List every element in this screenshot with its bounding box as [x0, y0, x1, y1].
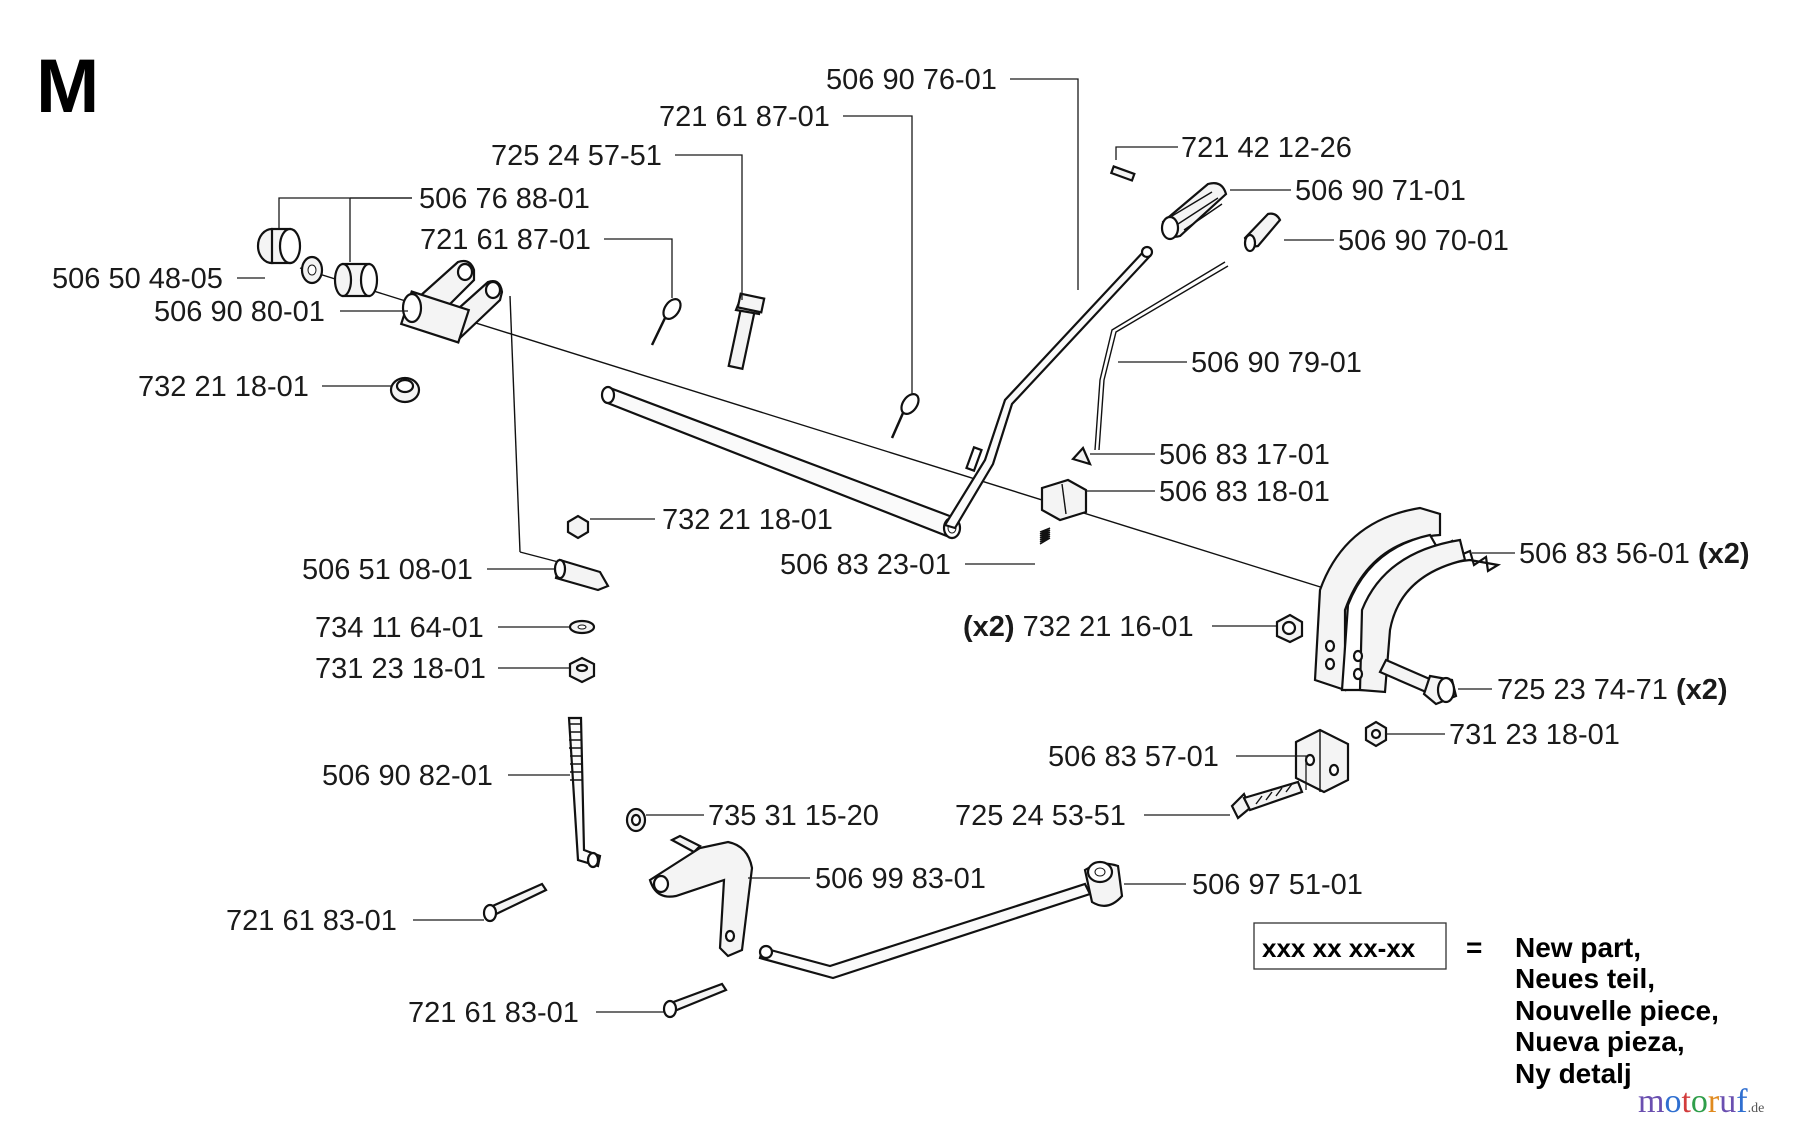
callout-506-90-79-01: 506 90 79-01	[1191, 347, 1362, 379]
bolt-725-24-53-51	[1230, 780, 1304, 820]
watermark-letter: o	[1691, 1083, 1708, 1120]
callout-506-83-23-01: 506 83 23-01	[780, 549, 951, 581]
legend-sample-number: xxx xx xx-xx	[1262, 933, 1416, 963]
legend-equals: =	[1466, 932, 1482, 963]
pawl-block	[1040, 478, 1088, 522]
callout-732-21-18-01-b: 732 21 18-01	[662, 504, 833, 536]
callout-732-21-18-01-a: 732 21 18-01	[138, 371, 309, 403]
long-link-rod	[758, 860, 1124, 980]
callout-506-83-56-01-number: 506 83 56-01	[1519, 538, 1690, 570]
watermark-letter: r	[1708, 1083, 1720, 1120]
watermark-suffix: .de	[1748, 1101, 1765, 1116]
bell-crank	[648, 834, 754, 958]
legend-line-fr: Nouvelle piece,	[1515, 995, 1719, 1026]
watermark-letter: t	[1681, 1083, 1691, 1120]
callout-506-83-57-01: 506 83 57-01	[1048, 741, 1219, 773]
callout-506-97-51-01: 506 97 51-01	[1192, 869, 1363, 901]
cone-piece	[1071, 446, 1092, 466]
parts-drawing	[256, 165, 1502, 1019]
clip	[625, 807, 647, 833]
callout-725-23-74-71-qty: (x2)	[1676, 674, 1728, 706]
cotter-pin-right	[890, 393, 920, 439]
clamp-block	[1294, 728, 1350, 794]
cotter-pin-left	[650, 298, 682, 346]
locknut-upper-left	[389, 376, 421, 404]
pin-stack	[509, 295, 610, 684]
new-part-legend: xxx xx xx-xx = New part, Neues teil, Nou…	[1253, 922, 1719, 1089]
watermark-letter: m	[1638, 1083, 1664, 1120]
bushing-stack	[256, 227, 379, 298]
callout-725-24-53-51: 725 24 53-51	[955, 800, 1126, 832]
legend-line-es: Nueva pieza,	[1515, 1026, 1685, 1057]
roll-pin	[1109, 165, 1136, 182]
callout-721-61-87-01-b: 721 61 87-01	[420, 224, 591, 256]
cotter-pin-lower-2	[662, 982, 728, 1019]
watermark-brand: motoruf.de	[1638, 1083, 1764, 1120]
bolt-725-23-74-71	[1378, 658, 1458, 706]
handle-grip	[1160, 182, 1228, 241]
callout-725-23-74-71: 725 23 74-71 (x2)	[1497, 674, 1728, 706]
legend-line-en: New part,	[1515, 932, 1641, 963]
watermark-letter: u	[1719, 1083, 1736, 1120]
callout-506-90-80-01: 506 90 80-01	[154, 296, 325, 328]
callout-735-31-15-20: 735 31 15-20	[708, 800, 879, 832]
callout-732-21-16-01-number: 732 21 16-01	[1023, 611, 1194, 643]
callout-506-99-83-01: 506 99 83-01	[815, 863, 986, 895]
callout-506-51-08-01: 506 51 08-01	[302, 554, 473, 586]
callout-506-83-56-01: 506 83 56-01 (x2)	[1519, 538, 1750, 570]
callout-506-76-88-01: 506 76 88-01	[419, 183, 590, 215]
control-lever	[943, 245, 1154, 530]
callout-721-42-12-26: 721 42 12-26	[1181, 132, 1352, 164]
legend-sample-box	[1253, 922, 1447, 970]
callout-506-90-71-01: 506 90 71-01	[1295, 175, 1466, 207]
callout-721-61-87-01-a: 721 61 87-01	[659, 101, 830, 133]
spring	[1039, 527, 1051, 545]
nut-right	[1364, 720, 1388, 748]
section-letter: M	[36, 44, 99, 129]
watermark-letter: f	[1736, 1083, 1748, 1120]
callout-721-61-83-01-a: 721 61 83-01	[226, 905, 397, 937]
callout-506-50-48-05: 506 50 48-05	[52, 263, 223, 295]
callout-506-90-70-01: 506 90 70-01	[1338, 225, 1509, 257]
callout-731-23-18-01-a: 731 23 18-01	[315, 653, 486, 685]
release-rod	[1094, 261, 1229, 451]
motoruf-watermark: motoruf.de	[1638, 1083, 1764, 1120]
cotter-pin-lower-1	[482, 882, 548, 923]
release-knob	[1243, 212, 1282, 253]
bracket-506-90-80-01	[399, 259, 504, 344]
callout-731-23-18-01-b: 731 23 18-01	[1449, 719, 1620, 751]
callout-506-90-76-01: 506 90 76-01	[826, 64, 997, 96]
callout-506-83-18-01: 506 83 18-01	[1159, 476, 1330, 508]
legend-line-de: Neues teil,	[1515, 963, 1655, 994]
callout-732-21-16-01: (x2) 732 21 16-01	[963, 611, 1194, 643]
callout-734-11-64-01: 734 11 64-01	[315, 612, 484, 644]
callout-506-83-56-01-qty: (x2)	[1698, 538, 1750, 570]
callout-506-83-17-01: 506 83 17-01	[1159, 439, 1330, 471]
nut-732-21-16-01	[1275, 613, 1304, 644]
callout-labels: 506 90 76-01 721 61 87-01 725 24 57-51 7…	[52, 64, 1750, 1029]
leader-lines	[237, 78, 1515, 1013]
toothed-quadrant	[1313, 506, 1502, 694]
callout-725-23-74-71-number: 725 23 74-71	[1497, 674, 1668, 706]
callout-725-24-57-51: 725 24 57-51	[491, 140, 662, 172]
callout-506-90-82-01: 506 90 82-01	[322, 760, 493, 792]
callout-732-21-16-01-qty: (x2)	[963, 611, 1015, 643]
legend-line-sv: Ny detalj	[1515, 1058, 1632, 1089]
watermark-letter: o	[1664, 1083, 1681, 1120]
watermark-brand-text: motoruf	[1638, 1083, 1748, 1120]
callout-721-61-83-01-b: 721 61 83-01	[408, 997, 579, 1029]
threaded-rod	[567, 716, 602, 869]
bolt-725-24-57-51	[727, 292, 766, 371]
